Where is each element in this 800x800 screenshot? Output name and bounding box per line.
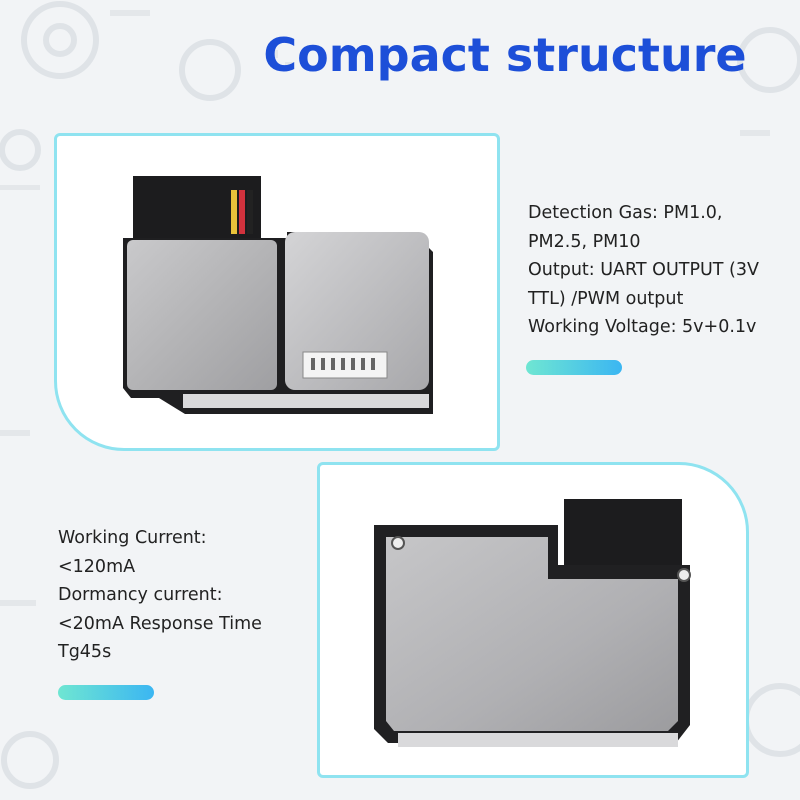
sensor-front-image [123, 176, 433, 414]
spec-line: Detection Gas: PM1.0, [528, 203, 723, 223]
product-card-top [54, 133, 500, 451]
spec-line: <20mA Response Time [58, 613, 262, 634]
spec-line: <120mA [58, 556, 136, 577]
spec-text-right: Detection Gas: PM1.0, PM2.5, PM10 Output… [528, 199, 759, 342]
accent-bar [58, 685, 154, 700]
spec-line: Output: UART OUTPUT (3V [528, 260, 759, 280]
spec-line: Working Voltage: 5v+0.1v [528, 317, 757, 337]
product-card-bottom [317, 462, 749, 778]
page-title: Compact structure [263, 28, 747, 82]
spec-line: Working Current: [58, 528, 207, 548]
spec-text-left: Working Current: <120mA Dormancy current… [58, 524, 262, 667]
spec-line: TTL) /PWM output [528, 288, 684, 309]
sensor-back-image [374, 499, 691, 747]
spec-line: PM2.5, PM10 [528, 231, 641, 252]
spec-line: Dormancy current: [58, 585, 223, 605]
spec-line: Tg45s [58, 642, 112, 662]
accent-bar [526, 360, 622, 375]
